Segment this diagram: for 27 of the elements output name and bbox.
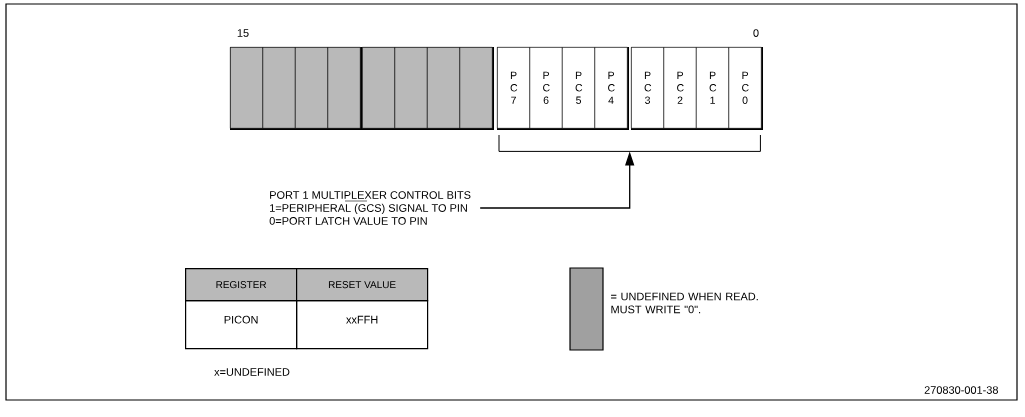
undefined-bit-cell [362,47,396,129]
bracket [498,134,761,152]
bit-cell: P C 2 [663,47,697,129]
figure-number: 270830-001-38 [924,386,998,394]
undefined-bit-cell [295,47,329,129]
table-header-cell: REGISTER [185,268,298,302]
undefined-bit-cell [230,47,264,129]
bit-cell: P C 1 [696,47,730,129]
bit-number: 15 [237,29,249,37]
table-header-cell: RESET VALUE [296,268,429,302]
table-cell: PICON [185,300,298,350]
undefined-bit-cell [327,47,361,129]
undefined-bit-cell [394,47,428,129]
bit-cell: P C 7 [497,47,531,129]
bit-cell: P C 6 [529,47,563,129]
bit-cell: P C 3 [631,47,665,129]
note-text: PORT 1 MULTIPLEXER CONTROL BITS 1=PERIPHERAL (GCS) SIGNAL TO PIN 0=PORT LATCH VALUE TO PIN [269,191,471,225]
undefined-bit-cell [262,47,296,129]
legend-text: = UNDEFINED WHEN READ. MUST WRITE "0". [611,292,758,314]
undefined-bit-cell [427,47,461,129]
bit-cell: P C 0 [728,47,762,129]
bit-cell: P C 5 [562,47,596,129]
bit-cell: P C 4 [594,47,628,129]
table-cell: xxFFH [296,300,429,350]
footnote-text: x=UNDEFINED [214,368,290,376]
undefined-bit-cell [459,47,493,129]
bit-number: 0 [753,29,759,37]
